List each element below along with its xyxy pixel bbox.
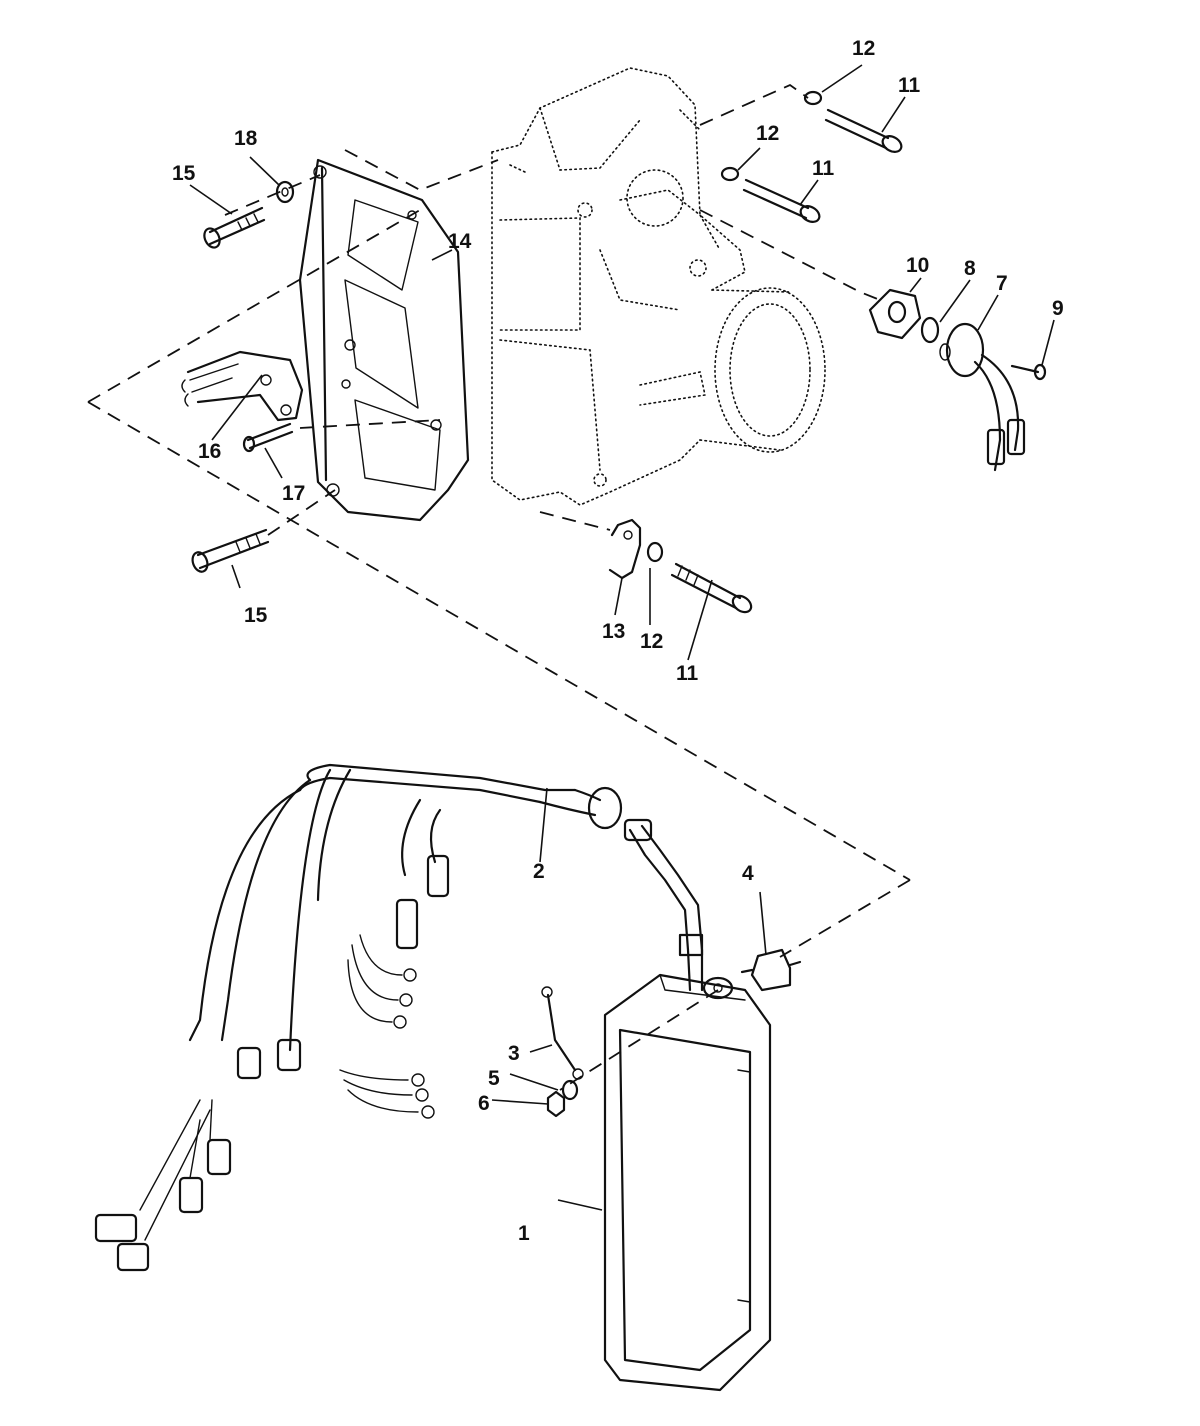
leader-lines: [189, 64, 1055, 1211]
bolt-11-middle: [742, 178, 821, 223]
callout-10: 10: [906, 254, 929, 277]
callout-13: 13: [602, 620, 625, 643]
callout-6: 6: [478, 1092, 490, 1115]
bracket-16: [181, 350, 304, 422]
callout-9: 9: [1052, 297, 1064, 320]
ground-strap-3: [541, 986, 584, 1080]
callout-15-top: 15: [172, 162, 196, 185]
screw-17: [242, 422, 294, 453]
callout-11-middle: 11: [812, 157, 835, 180]
callout-4: 4: [742, 862, 754, 885]
washer-18: [275, 180, 295, 204]
module-lead: [623, 818, 704, 992]
callout-5: 5: [488, 1067, 500, 1090]
sensor-7: [939, 322, 1026, 472]
spacer-10: [868, 288, 922, 340]
grommet-4: [740, 948, 802, 992]
assembly-lines: [87, 83, 911, 1091]
mounting-plate: [298, 158, 470, 522]
callout-18: 18: [234, 127, 258, 150]
callout-3: 3: [508, 1042, 520, 1065]
bolt-11-bottom: [670, 562, 753, 614]
callout-12-top: 12: [852, 37, 875, 60]
bolt-15-bottom: [191, 528, 270, 573]
callout-labels: 1 2 3 4 5 6 7 8 9 10 11 11 11 12 12 12 1…: [172, 37, 1064, 1245]
ignition-housing: [491, 67, 826, 506]
callout-11-top: 11: [898, 74, 921, 97]
callout-11-bottom: 11: [676, 662, 699, 685]
callout-8: 8: [964, 257, 976, 280]
washer-12-middle: [720, 166, 740, 182]
washer-5: [561, 1079, 579, 1101]
callout-1: 1: [518, 1222, 530, 1245]
callout-14: 14: [448, 230, 472, 253]
callout-2: 2: [533, 860, 545, 883]
ignition-module: [603, 973, 772, 1392]
bolt-15-top: [203, 206, 266, 249]
callout-12-middle: 12: [756, 122, 779, 145]
washer-12-bottom: [646, 541, 664, 563]
washer-12-top: [803, 90, 823, 106]
callout-7: 7: [996, 272, 1008, 295]
clip-13: [608, 518, 642, 580]
callout-15-bottom: 15: [244, 604, 268, 627]
callout-12-bottom: 12: [640, 630, 663, 653]
nut-6: [546, 1090, 566, 1118]
bolt-11-top: [824, 108, 903, 153]
callout-17: 17: [282, 482, 305, 505]
wiring-harness: [94, 763, 623, 1272]
screw-9: [1010, 363, 1047, 381]
callout-16: 16: [198, 440, 221, 463]
o-ring-8: [920, 316, 940, 344]
